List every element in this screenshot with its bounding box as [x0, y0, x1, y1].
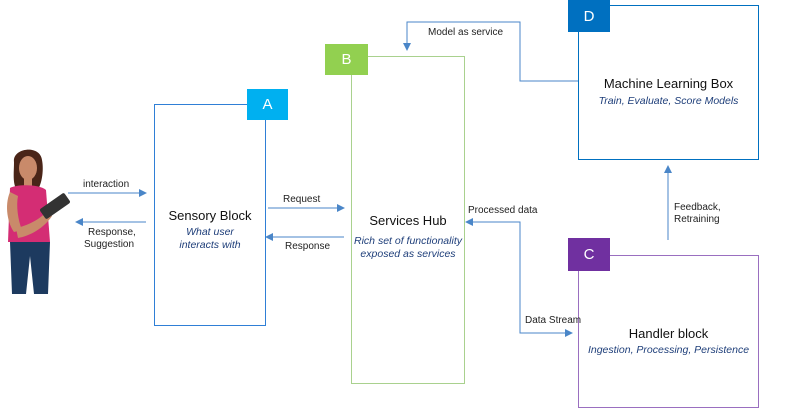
- services-hub-subtitle-2: exposed as services: [360, 248, 456, 260]
- feedback-label-1: Feedback,: [674, 202, 721, 213]
- model-as-service-label: Model as service: [428, 27, 504, 38]
- machine-learning-box-title: Machine Learning Box: [603, 76, 734, 91]
- services-hub: [351, 56, 465, 384]
- handler-block-title: Handler block: [628, 326, 709, 341]
- badge-c: C: [568, 238, 610, 271]
- sensory-block-title: Sensory Block: [168, 208, 252, 223]
- sensory-block-subtitle-1: What user: [186, 226, 234, 238]
- feedback-label-2: Retraining: [674, 214, 720, 225]
- badge-d: D: [568, 0, 610, 32]
- badge-b: B: [325, 44, 368, 75]
- machine-learning-box-subtitle: Train, Evaluate, Score Models: [598, 95, 739, 107]
- response-label: Response: [285, 241, 331, 252]
- model-as-service-arrow: [403, 21, 578, 82]
- data-stream-label: Data Stream: [525, 315, 582, 326]
- badge-a: A: [247, 89, 288, 120]
- response-suggestion-label-2: Suggestion: [84, 239, 135, 250]
- services-hub-title: Services Hub: [369, 213, 447, 228]
- services-hub-subtitle-1: Rich set of functionality: [354, 235, 462, 247]
- handler-block-subtitle: Ingestion, Processing, Persistence: [587, 344, 750, 356]
- response-suggestion-label-1: Response,: [88, 227, 136, 238]
- handler-block: [578, 255, 759, 408]
- sensory-block: [154, 104, 266, 326]
- processed-data-label: Processed data: [468, 205, 538, 216]
- request-label: Request: [283, 194, 321, 205]
- person-with-tablet-icon: [7, 149, 70, 294]
- sensory-block-subtitle-2: interacts with: [179, 239, 241, 251]
- interaction-label: interaction: [83, 179, 130, 190]
